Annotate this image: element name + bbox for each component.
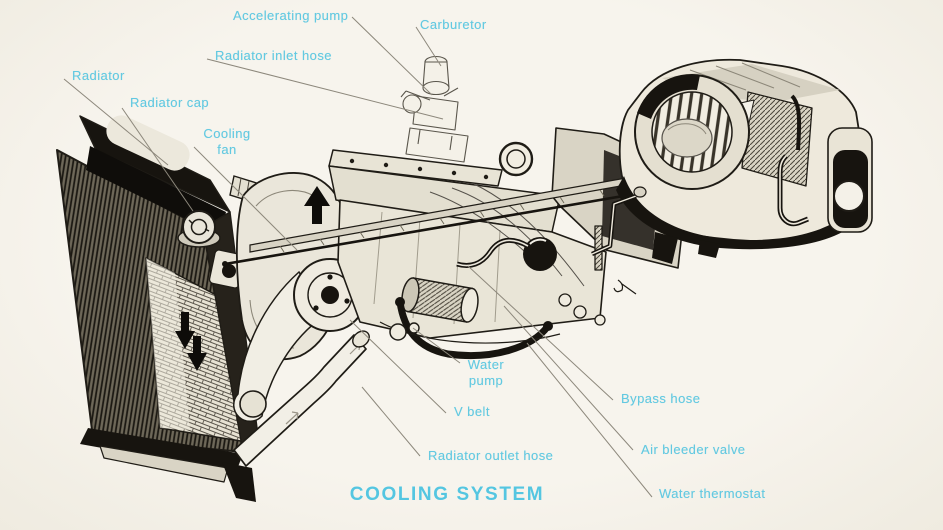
label-accelerating-pump: Accelerating pump: [233, 8, 349, 23]
heater-unit-drawing: [591, 58, 873, 264]
label-bypass-hose: Bypass hose: [621, 391, 701, 406]
label-water-pump: Water pump: [467, 357, 505, 389]
leader-lines: [63, 16, 653, 498]
label-radiator-cap: Radiator cap: [130, 95, 210, 110]
label-carburetor: Carburetor: [420, 17, 487, 32]
label-radiator: Radiator: [72, 68, 125, 83]
diagram-title: COOLING SYSTEM: [349, 484, 545, 505]
label-water-thermostat: Water thermostat: [659, 486, 766, 501]
label-radiator-inlet-hose: Radiator inlet hose: [215, 48, 332, 63]
radiator-outlet-hose-drawing: [233, 330, 370, 467]
label-cooling-fan: Cooling fan: [203, 126, 251, 158]
label-radiator-outlet-hose: Radiator outlet hose: [428, 448, 554, 463]
radiator-drawing: [56, 115, 259, 502]
label-air-bleeder-valve: Air bleeder valve: [641, 442, 746, 457]
label-v-belt: V belt: [454, 404, 490, 419]
